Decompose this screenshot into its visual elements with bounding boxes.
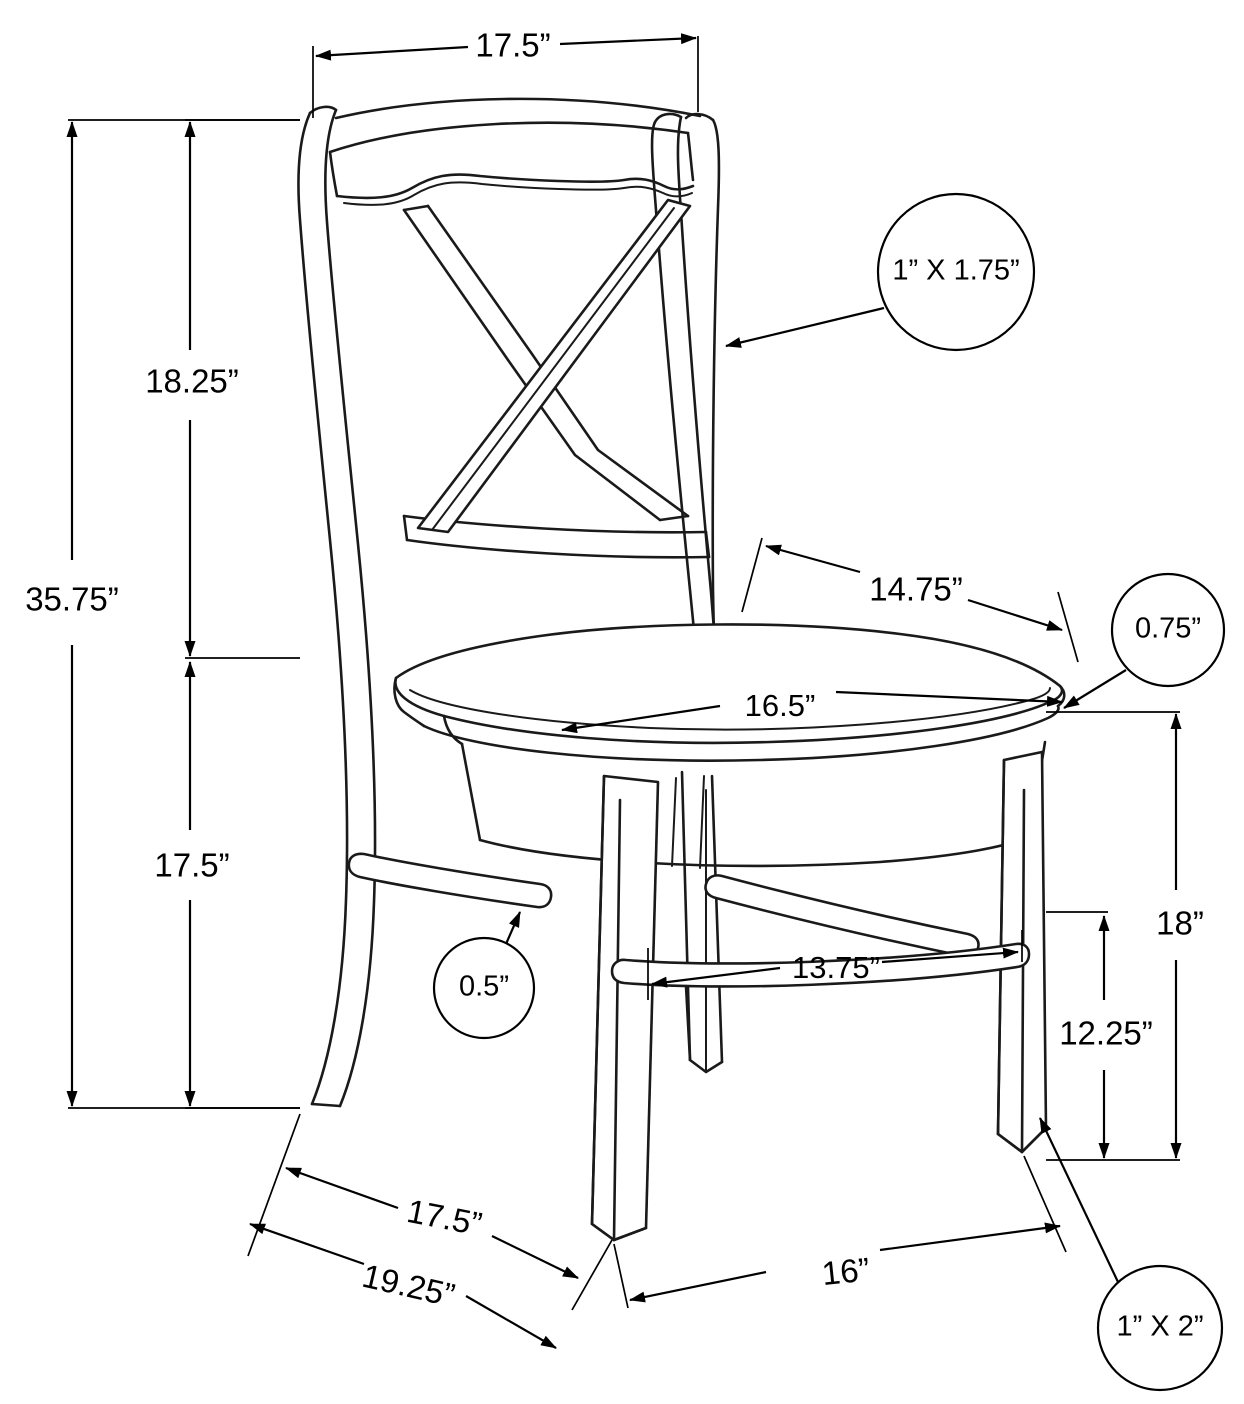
callout-back-post-label: 1” X 1.75” (892, 255, 1019, 287)
dim-stretcher-width: 13.75” (647, 930, 1023, 1000)
dim-top-width-label: 17.5” (475, 27, 550, 64)
callout-back-post: 1” X 1.75” (725, 192, 1036, 352)
rear-leg-tip (684, 984, 692, 1062)
stretcher-diagonal (704, 874, 980, 958)
dim-overall-height: 35.75” (25, 119, 300, 1109)
front-leg (590, 774, 660, 1242)
callout-seat-edge-circle (1110, 572, 1226, 688)
chair-seat (393, 623, 1066, 762)
chair-back-top-rail (328, 97, 702, 206)
dim-side-height-full-label: 18” (1156, 905, 1204, 942)
callout-stretcher-circle (432, 936, 536, 1040)
dim-stretcher-width-label: 13.75” (792, 950, 880, 985)
chair-illustration (297, 97, 1066, 1242)
callout-seat-edge-label: 0.75” (1135, 613, 1201, 645)
dim-seat-height-label: 17.5” (154, 847, 229, 884)
dim-base-depth-inner-label: 17.5” (404, 1192, 485, 1243)
dim-seat-width-label: 16.5” (745, 688, 816, 723)
callout-stretcher-label: 0.5” (459, 971, 509, 1003)
dim-seat-width: 16.5” (561, 688, 1063, 734)
dim-overall-height-label: 35.75” (25, 581, 119, 618)
dim-side-height-lower: 12.25” (1046, 911, 1153, 1159)
dim-back-height-label: 18.25” (145, 363, 239, 400)
dim-base-width: 16” (613, 1155, 1067, 1309)
callout-front-leg-label: 1” X 2” (1116, 1311, 1203, 1343)
callout-front-leg-circle (1096, 1264, 1224, 1392)
dim-side-height-lower-label: 12.25” (1059, 1015, 1153, 1052)
callout-front-leg: 1” X 2” (1039, 1117, 1224, 1392)
dim-seat-depth: 14.75” (741, 537, 1079, 663)
dim-side-height-full: 18” (1046, 711, 1204, 1161)
dim-seat-depth-label: 14.75” (869, 571, 963, 608)
callout-stretcher: 0.5” (432, 911, 536, 1040)
dim-top-width: 17.5” (312, 27, 699, 118)
dim-back-height: 18.25” (145, 119, 300, 659)
rear-left-back-post (297, 105, 377, 1108)
crossbuck-slat-nw (416, 198, 692, 534)
dim-base-depth-outer: 19.25” (249, 1222, 557, 1349)
dim-base-depth-outer-label: 19.25” (359, 1257, 459, 1314)
dim-seat-height: 17.5” (154, 661, 300, 1109)
callout-seat-edge: 0.75” (1063, 572, 1226, 709)
callout-back-post-circle (876, 192, 1036, 352)
dim-base-width-label: 16” (820, 1250, 871, 1292)
side-stretcher-left (347, 852, 553, 909)
